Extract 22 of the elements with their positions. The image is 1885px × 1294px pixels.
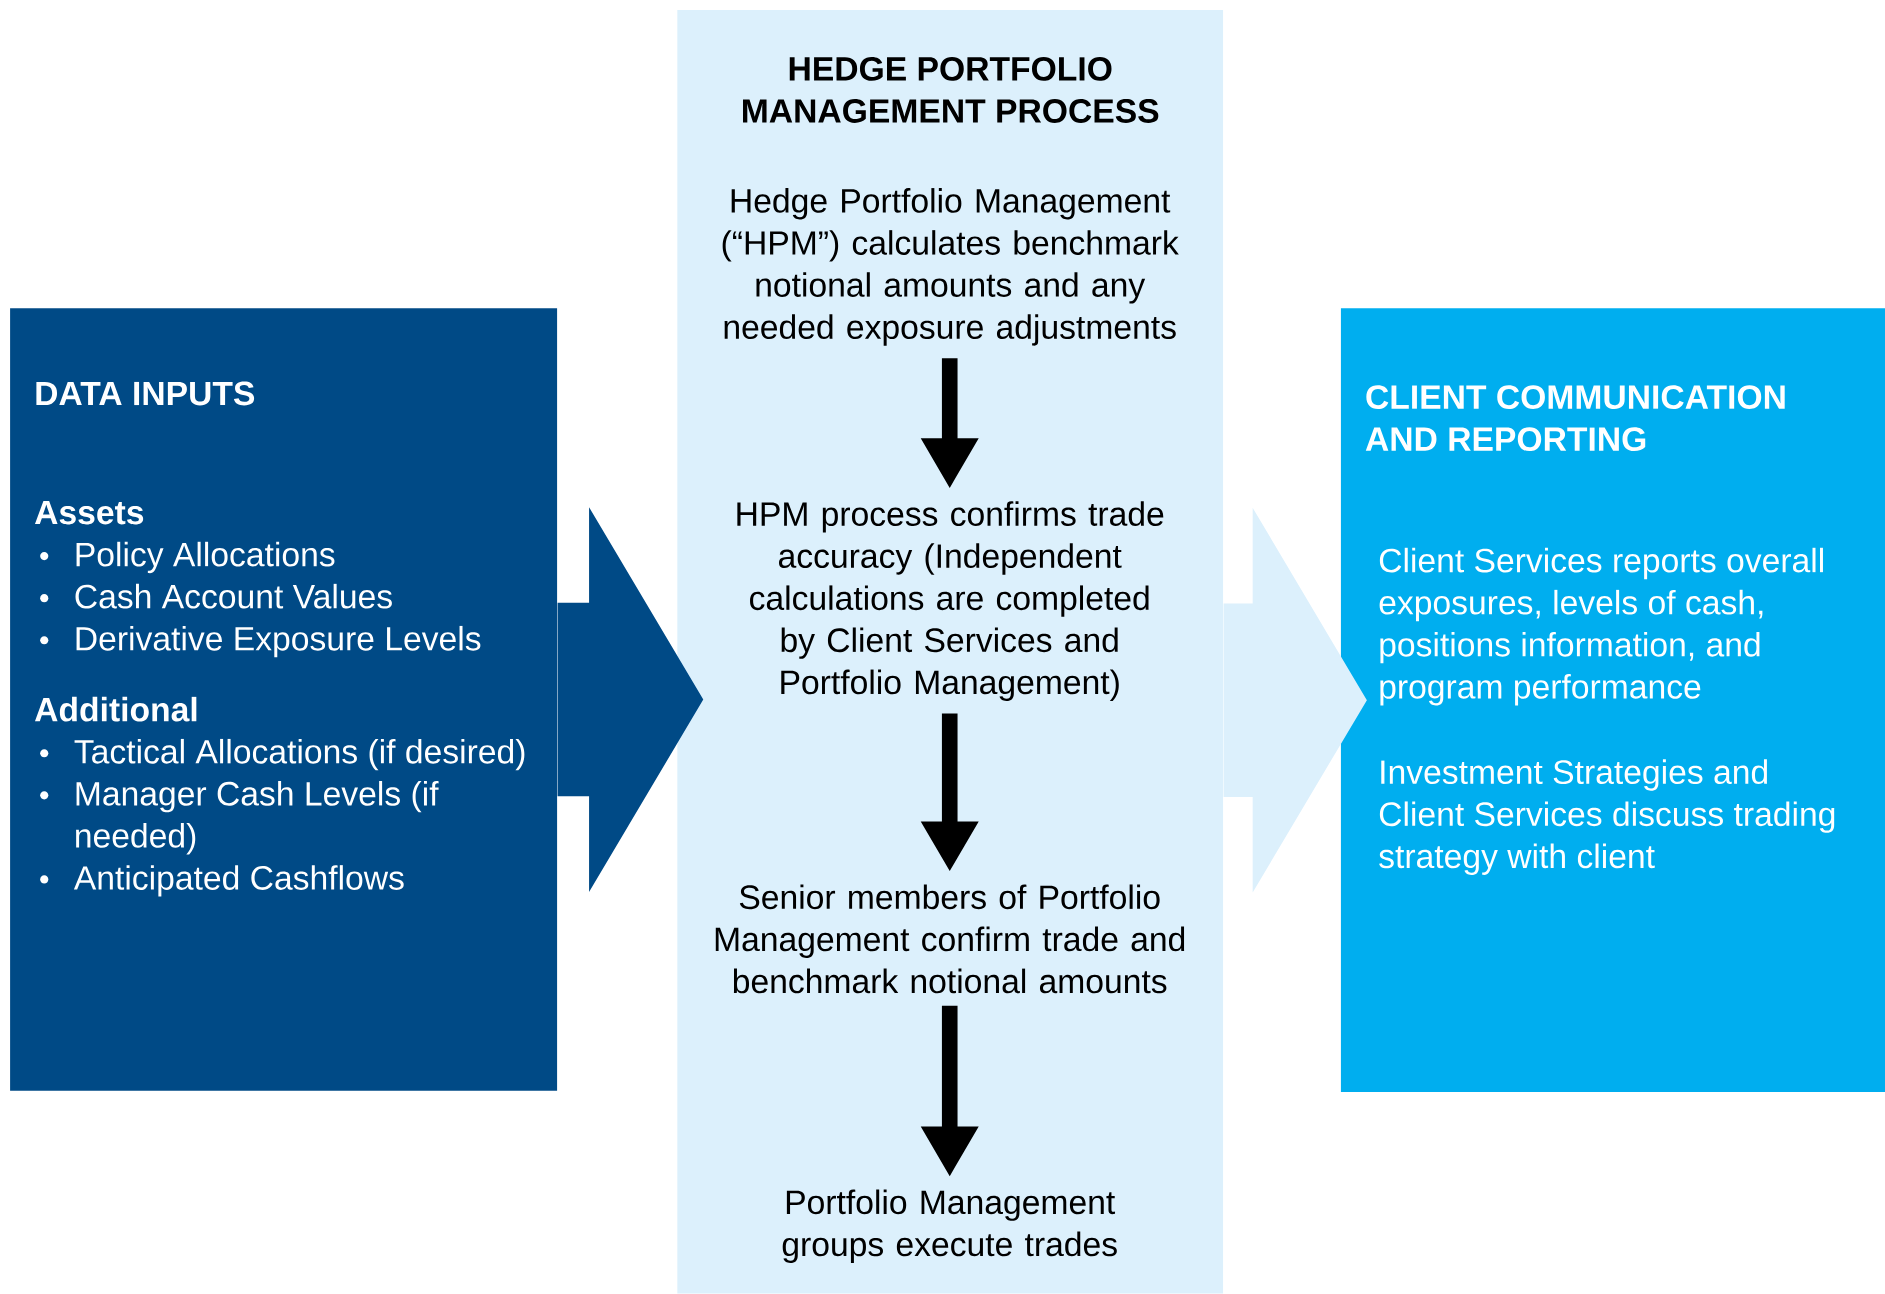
- bullet-item: Cash Account Values: [75, 584, 392, 609]
- bullet-item: Derivative Exposure Levels: [76, 626, 481, 658]
- step-text: Senior members of Portfolio Management confirm trade and benchmark notional amounts: [715, 884, 1185, 994]
- bullet-item: Tactical Allocations (if desired): [74, 739, 525, 771]
- bullet-item: Policy Allocations: [76, 542, 335, 574]
- panel-heading: CLIENT COMMUNICATION AND REPORTING: [1365, 385, 1785, 452]
- process-band: [677, 10, 1224, 1294]
- input-panel: [10, 308, 558, 1092]
- step-text: Portfolio Management groups execute trades: [782, 1189, 1117, 1264]
- bullet-item: Manager Cash Levels (if needed): [76, 781, 439, 855]
- block-arrow: [557, 507, 704, 893]
- panel-heading: DATA INPUTS: [36, 381, 255, 406]
- step-text: HPM process confirms trade accuracy (Independent calculations are completed by Client Services and Portfolio Management): [737, 501, 1164, 702]
- step-text: Hedge Portfolio Management (“HPM”) calculates benchmark notional amounts and any needed exposure adjustments: [722, 188, 1179, 346]
- band-heading: HEDGE PORTFOLIO MANAGEMENT PROCESS: [743, 57, 1159, 124]
- block-arrow: [1223, 508, 1367, 893]
- paragraph: Investment Strategies and Client Services discuss trading strategy with client: [1379, 759, 1835, 876]
- bullet-item: Anticipated Cashflows: [73, 865, 404, 897]
- list-heading: Assets: [34, 501, 144, 525]
- paragraph: Client Services reports overall exposures, levels of cash, positions information, and program performance: [1379, 548, 1823, 706]
- output-panel: [1340, 308, 1885, 1093]
- list-heading: Additional: [34, 697, 197, 722]
